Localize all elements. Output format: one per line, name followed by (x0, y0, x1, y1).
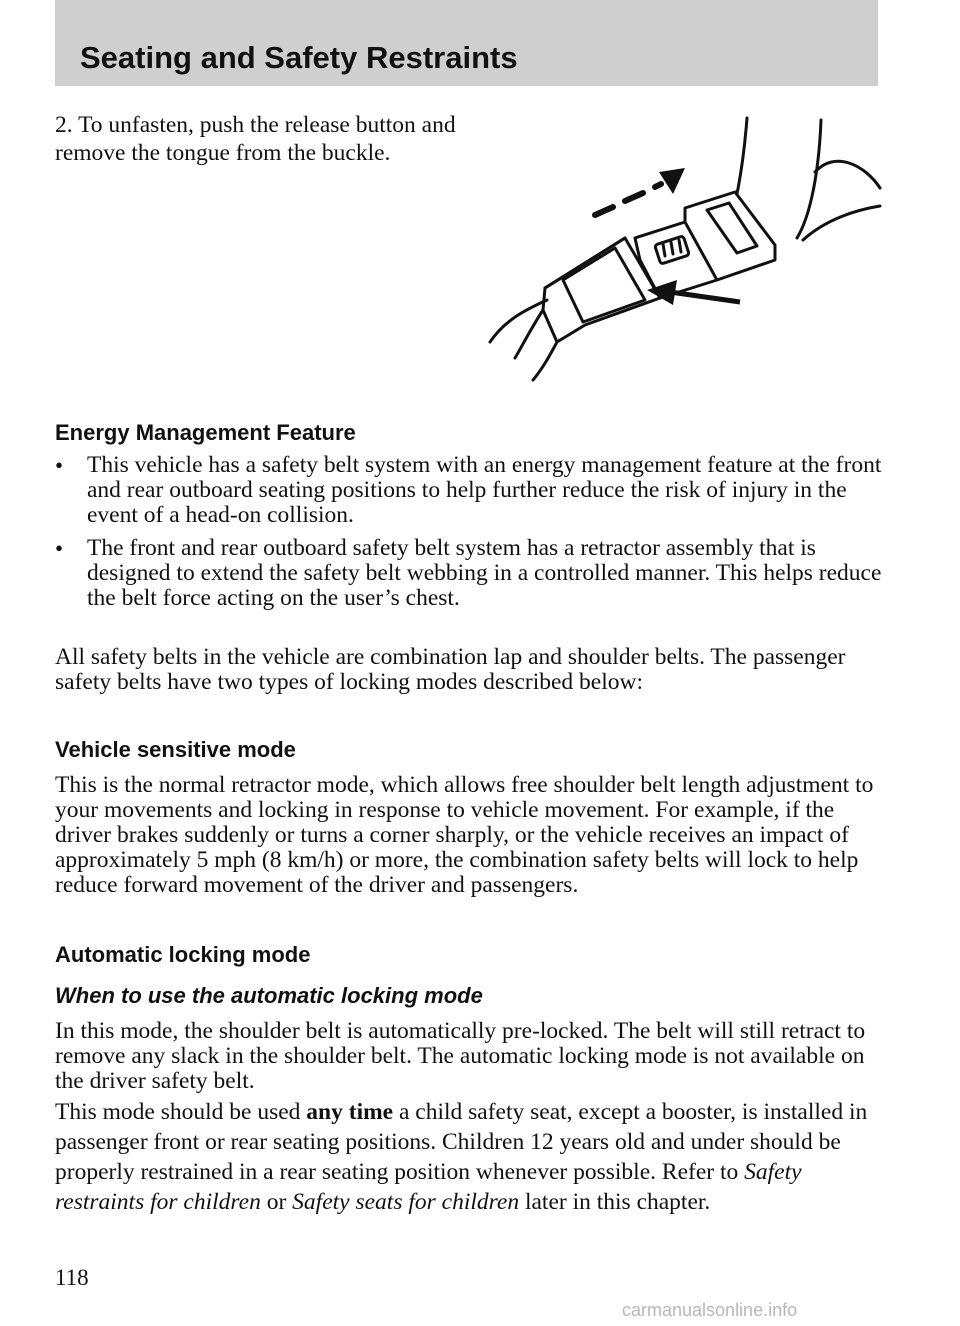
automatic-paragraph-2: This mode should be used any time a chil… (55, 1097, 885, 1217)
intro-paragraph: 2. To unfasten, push the release button … (55, 112, 456, 166)
para2-bold: any time (306, 1099, 394, 1125)
section-title: Seating and Safety Restraints (80, 40, 518, 75)
watermark: carmanualsonline.info (622, 1300, 798, 1320)
energy-heading: Energy Management Feature (55, 420, 356, 445)
automatic-subheading: When to use the automatic locking mode (55, 983, 483, 1008)
seatbelt-buckle-illustration (485, 110, 885, 385)
para2-or: or (260, 1189, 293, 1215)
safety-seats-reference: Safety seats for children (292, 1189, 520, 1215)
bullet-dot: • (55, 536, 64, 561)
seatbelt-buckle-release-icon (488, 116, 882, 382)
page-number: 118 (55, 1265, 89, 1290)
vehicle-sensitive-paragraph: This is the normal retractor mode, which… (55, 772, 874, 898)
para2-mid: a child safety seat, except a booster, i… (55, 1099, 868, 1185)
para2-end: later in this chapter. (519, 1189, 711, 1215)
bullet-dot: • (55, 453, 64, 478)
header-band (55, 0, 878, 86)
automatic-paragraph-1: In this mode, the shoulder belt is autom… (55, 1018, 866, 1094)
para2-start: This mode should be used (55, 1099, 307, 1125)
safety-restraints-reference: Safety restraints for children (55, 1159, 802, 1215)
energy-bullet-2-text: The front and rear outboard safety belt … (87, 535, 882, 611)
energy-bullet-1-text: This vehicle has a safety belt system wi… (87, 452, 882, 528)
vehicle-sensitive-heading: Vehicle sensitive mode (55, 737, 296, 762)
automatic-heading: Automatic locking mode (55, 942, 311, 967)
energy-paragraph: All safety belts in the vehicle are comb… (55, 644, 846, 695)
